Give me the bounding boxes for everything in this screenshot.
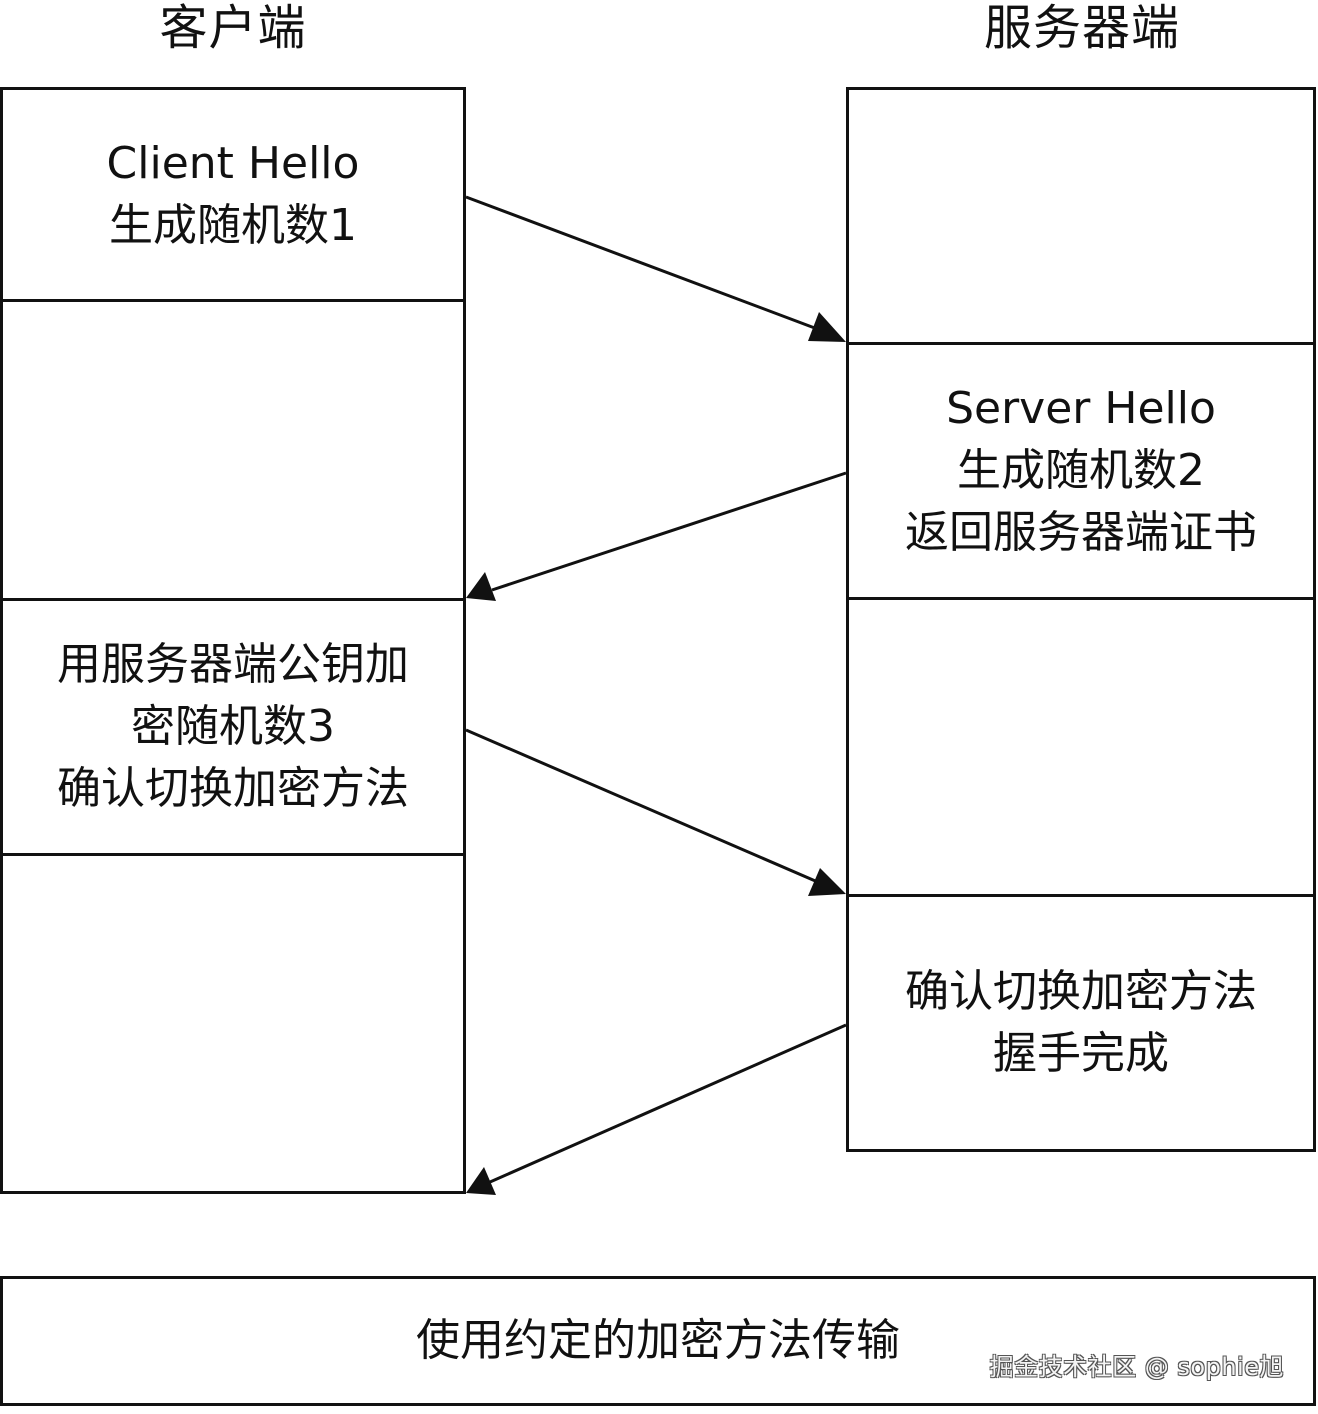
server-step-server-hello: Server Hello 生成随机数2 返回服务器端证书: [846, 342, 1316, 600]
handshake-line-1: 确认切换加密方法: [905, 966, 1257, 1017]
arrow-client-hello-to-server: [465, 195, 821, 332]
client-hello-line-1: Client Hello: [106, 137, 360, 189]
server-hello-line-1: Server Hello: [946, 383, 1216, 434]
encrypt-line-2: 密随机数3: [131, 701, 335, 752]
arrow-server-hello-to-client: [491, 471, 847, 592]
arrow-encrypted-key-to-server: [465, 728, 821, 885]
client-step-client-hello: Client Hello 生成随机数1: [0, 87, 466, 302]
client-column-title: 客户端: [159, 0, 307, 56]
arrowhead-to-server-1: [808, 312, 846, 342]
server-empty-cell-2: [846, 597, 1316, 897]
server-empty-cell-1: [846, 87, 1316, 345]
server-hello-line-3: 返回服务器端证书: [905, 507, 1257, 558]
encrypt-line-1: 用服务器端公钥加: [57, 639, 409, 690]
server-hello-line-2: 生成随机数2: [957, 445, 1205, 496]
data-transfer-text: 使用约定的加密方法传输: [416, 1315, 900, 1366]
handshake-line-2: 握手完成: [993, 1028, 1169, 1079]
server-step-handshake-complete: 确认切换加密方法 握手完成: [846, 894, 1316, 1152]
data-transfer-bar: 使用约定的加密方法传输: [0, 1276, 1316, 1406]
encrypt-line-3: 确认切换加密方法: [57, 763, 409, 814]
arrowhead-to-server-2: [808, 868, 846, 896]
arrowhead-to-client-2: [466, 1167, 496, 1195]
arrow-handshake-done-to-client: [489, 1023, 847, 1184]
client-empty-cell-2: [0, 853, 466, 1194]
site-watermark: 掘金技术社区 @ sophie旭: [989, 1353, 1284, 1381]
client-hello-line-2: 生成随机数1: [109, 199, 357, 251]
server-column-title: 服务器端: [983, 0, 1180, 56]
arrowhead-to-client-1: [466, 572, 496, 601]
